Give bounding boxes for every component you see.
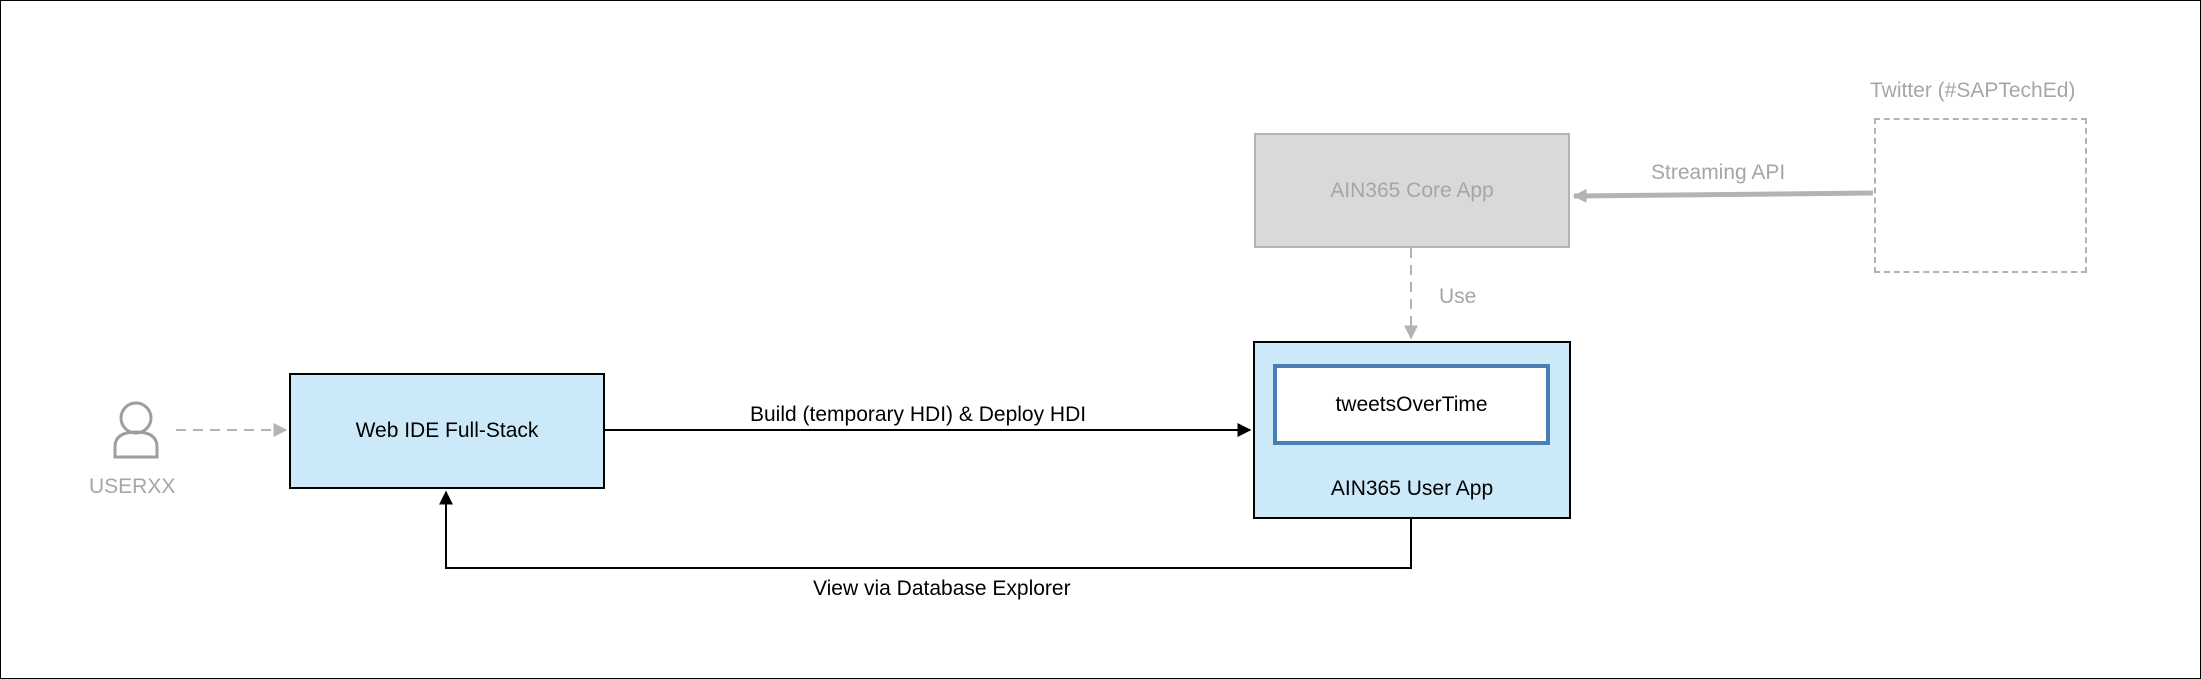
tweets-over-time-node: tweetsOverTime (1273, 364, 1550, 445)
web-ide-label: Web IDE Full-Stack (355, 419, 539, 442)
user-app-label: AIN365 User App (1330, 477, 1494, 500)
user-icon (113, 401, 159, 459)
user-label: USERXX (89, 475, 176, 498)
view-explorer-label: View via Database Explorer (813, 577, 1071, 600)
streaming-api-arrow (1572, 188, 1874, 203)
tweets-over-time-label: tweetsOverTime (1335, 392, 1488, 416)
build-deploy-label: Build (temporary HDI) & Deploy HDI (750, 403, 1087, 426)
core-app-node: AIN365 Core App (1254, 133, 1570, 248)
web-ide-node: Web IDE Full-Stack (289, 373, 605, 489)
twitter-node (1874, 118, 2087, 273)
core-app-label: AIN365 Core App (1330, 178, 1494, 202)
twitter-label: Twitter (#SAPTechEd) (1870, 79, 2076, 102)
use-label: Use (1439, 285, 1477, 308)
streaming-api-label: Streaming API (1651, 161, 1786, 184)
view-explorer-arrow (439, 490, 1412, 569)
